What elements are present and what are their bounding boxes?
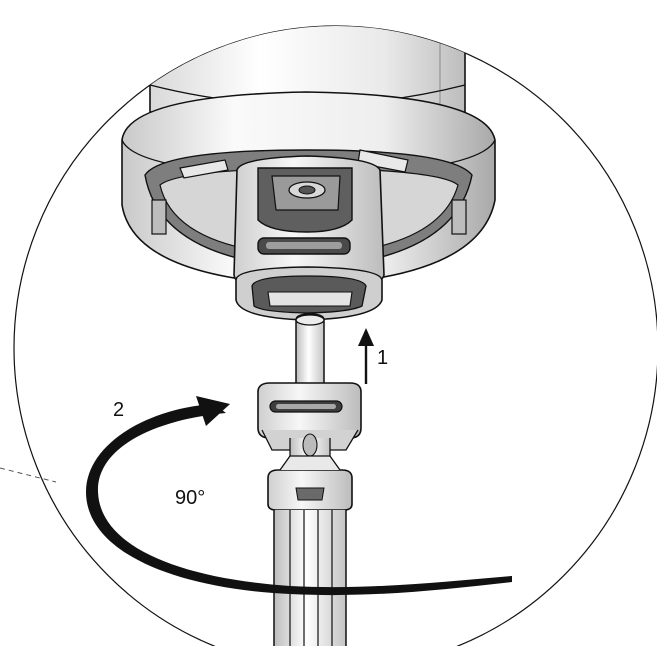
mounting-block — [233, 155, 385, 295]
leader-line — [0, 467, 57, 483]
rotation-angle-label: 90° — [175, 487, 205, 509]
rotate-arrow — [86, 396, 512, 596]
push-rod — [295, 313, 325, 385]
socket-ring — [235, 266, 383, 321]
connector-lead — [267, 455, 353, 646]
step-2-label: 2 — [113, 399, 124, 421]
push-up-arrow — [358, 328, 374, 384]
step-1-label: 1 — [377, 347, 388, 369]
